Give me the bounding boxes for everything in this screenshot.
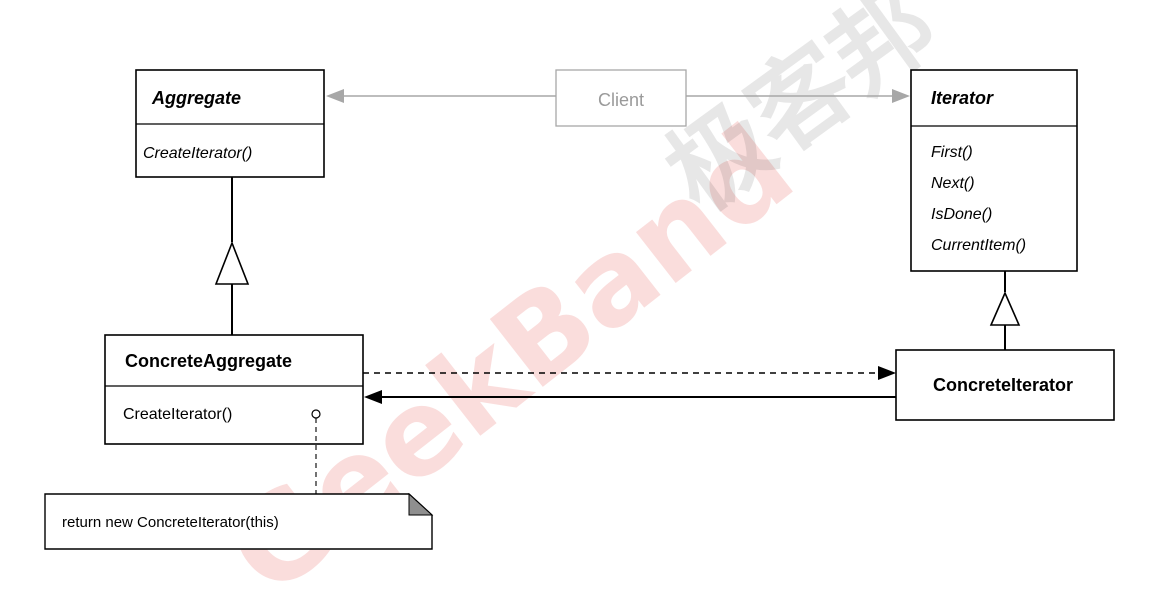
concrete-aggregate-class[interactable]: ConcreteAggregate CreateIterator() [104, 334, 364, 445]
aggregate-reference-arrowhead [364, 390, 382, 404]
iterator-class-name: Iterator [931, 88, 994, 108]
aggregate-inheritance [214, 177, 250, 335]
iterator-class[interactable]: Iterator First() Next() IsDone() Current… [910, 69, 1078, 272]
iterator-op-next: Next() [931, 175, 975, 192]
client-aggregate-arrowhead [326, 89, 344, 103]
iterator-op-isdone: IsDone() [931, 206, 992, 223]
iterator-op-currentitem: CurrentItem() [931, 237, 1026, 254]
create-dependency [363, 366, 896, 380]
aggregate-reference [364, 390, 896, 404]
note-connector [311, 409, 321, 494]
client-iterator-association [686, 89, 910, 103]
client-iterator-arrowhead [892, 89, 910, 103]
note-anchor-circle [311, 409, 321, 419]
note-folded-corner [408, 492, 434, 516]
note-text: return new ConcreteIterator(this) [62, 514, 279, 531]
client-aggregate-association [326, 89, 556, 103]
concrete-aggregate-class-name: ConcreteAggregate [125, 351, 292, 371]
aggregate-op-createiterator: CreateIterator() [143, 145, 252, 162]
iterator-generalization-triangle [989, 291, 1021, 326]
iterator-inheritance [989, 271, 1021, 350]
implementation-note: return new ConcreteIterator(this) [44, 492, 434, 550]
aggregate-class[interactable]: Aggregate CreateIterator() [135, 69, 325, 178]
aggregate-generalization-triangle [214, 240, 250, 285]
iterator-op-first: First() [931, 144, 973, 161]
concrete-iterator-class-name: ConcreteIterator [933, 375, 1073, 395]
aggregate-class-name: Aggregate [151, 88, 241, 108]
client-box[interactable]: Client [555, 69, 687, 127]
client-label: Client [598, 90, 644, 110]
create-dependency-arrowhead [878, 366, 896, 380]
concrete-aggregate-op-createiterator: CreateIterator() [123, 406, 232, 423]
concrete-iterator-class[interactable]: ConcreteIterator [895, 349, 1115, 421]
